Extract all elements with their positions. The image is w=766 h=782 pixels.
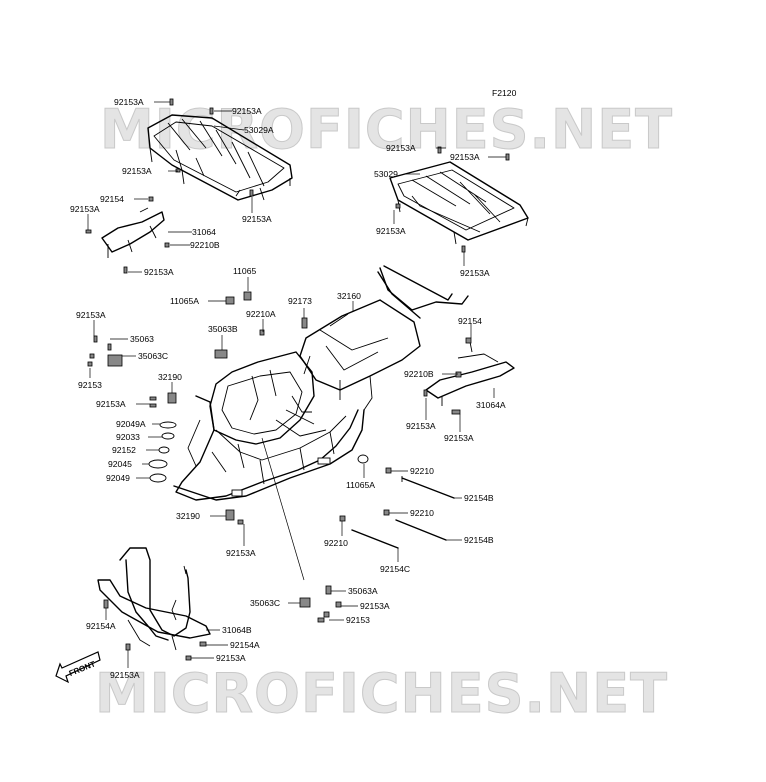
frame-leader [261, 437, 305, 581]
callout-label: 92153A [70, 204, 100, 214]
callout-label: 92152 [112, 445, 136, 455]
callout-label: 92049 [106, 473, 130, 483]
callout-label: 92153A [226, 548, 256, 558]
callout-labels: 92153A 92153A 53029A 92153A 92153A 92154… [70, 97, 506, 680]
callout-label: 92154A [230, 640, 260, 650]
callout-label: 92210B [190, 240, 220, 250]
callout-label: 53029 [374, 169, 398, 179]
callout-label: 92153A [114, 97, 144, 107]
watermark-bottom: MICROFICHES.NET [95, 662, 668, 725]
callout-label: 92153A [406, 421, 436, 431]
callout-label: 92033 [116, 432, 140, 442]
right-bracket-drawing [423, 337, 515, 415]
watermark-top: MICROFICHES.NET [100, 98, 673, 161]
main-frame-drawing [173, 265, 469, 501]
callout-label: 92154 [100, 194, 124, 204]
rear-carrier-drawing [147, 114, 293, 201]
front-arrow-icon: FRONT [55, 651, 101, 684]
callout-label: 35063C [138, 351, 168, 361]
callout-label: 32160 [337, 291, 361, 301]
callout-label: 92153 [346, 615, 370, 625]
figure-code: F2120 [492, 88, 517, 98]
callout-label: 92153A [232, 106, 262, 116]
callout-label: 35063C [250, 598, 280, 608]
callout-label: 92173 [288, 296, 312, 306]
callout-label: 92049A [116, 419, 146, 429]
callout-label: 11065 [233, 266, 256, 276]
callout-label: 92154B [464, 535, 494, 545]
callout-label: 92153A [96, 399, 126, 409]
lower-center-brackets [299, 585, 342, 623]
callout-label: 92154 [458, 316, 482, 326]
callout-label: 92153A [122, 166, 152, 176]
left-small-parts [87, 291, 308, 525]
callout-label: 92153A [216, 653, 246, 663]
callout-label: 31064B [222, 625, 252, 635]
callout-label: 92153A [444, 433, 474, 443]
callout-label: 92154A [86, 621, 116, 631]
callout-label: 92153A [144, 267, 174, 277]
long-bolts-drawing [339, 454, 455, 549]
callout-label: 35063B [208, 324, 238, 334]
rear-bracket-drawing [85, 196, 170, 274]
callout-label: 31064A [476, 400, 506, 410]
callout-label: 92153A [76, 310, 106, 320]
callout-label: 11065A [170, 296, 199, 306]
callout-label: 92154C [380, 564, 410, 574]
callout-label: 92210B [404, 369, 434, 379]
front-guard-drawing [97, 547, 211, 661]
callout-label: 92153 [78, 380, 102, 390]
leader-lines [87, 101, 506, 668]
callout-label: 53029A [244, 125, 274, 135]
callout-label: 92210A [246, 309, 276, 319]
callout-label: 92153A [460, 268, 490, 278]
callout-label: 35063A [348, 586, 378, 596]
callout-label: 92153A [242, 214, 272, 224]
callout-label: 92153A [450, 152, 480, 162]
callout-label: 35063 [130, 334, 154, 344]
callout-label: 92153A [376, 226, 406, 236]
callout-label: 31064 [192, 227, 216, 237]
callout-label: 92154B [464, 493, 494, 503]
callout-label: 92153A [360, 601, 390, 611]
callout-label: 92045 [108, 459, 132, 469]
callout-label: 32190 [158, 372, 182, 382]
callout-label: 92153A [386, 143, 416, 153]
front-carrier-drawing [389, 146, 529, 253]
callout-label: 92210 [410, 508, 434, 518]
callout-label: 32190 [176, 511, 200, 521]
callout-label: 92210 [410, 466, 434, 476]
callout-label: 92210 [324, 538, 348, 548]
callout-label: 11065A [346, 480, 375, 490]
callout-label: 92153A [110, 670, 140, 680]
